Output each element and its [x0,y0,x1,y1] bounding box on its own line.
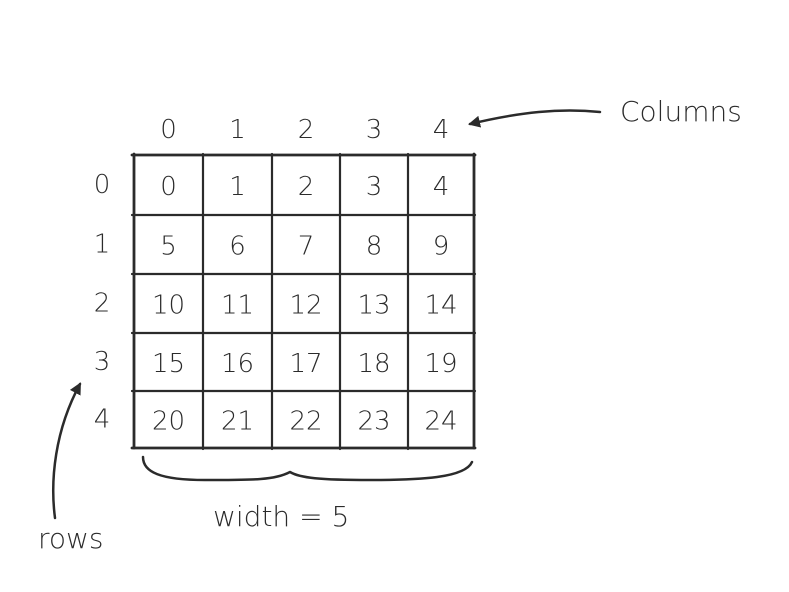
grid-cell: 6 [229,232,246,262]
grid-lines [130,152,477,451]
grid-cell: 7 [298,232,315,262]
row-header: 3 [94,347,111,377]
column-header: 3 [366,115,383,145]
grid-cell: 5 [160,232,177,262]
grid-cell: 2 [298,172,315,202]
row-header: 1 [94,230,111,260]
grid-cell: 11 [221,291,254,321]
grid-cell: 9 [433,232,450,262]
column-headers: 0 1 2 3 4 [160,115,449,145]
column-header: 1 [229,115,246,145]
grid-cell: 4 [433,172,450,202]
grid-cell: 3 [366,172,383,202]
grid-cell: 18 [357,349,390,379]
width-label: width = 5 [213,500,349,533]
column-header: 0 [160,115,177,145]
grid-cell: 15 [152,349,185,379]
grid-cell: 14 [424,291,457,321]
grid-cell: 1 [229,172,246,202]
width-brace [141,455,474,482]
column-header: 2 [298,115,315,145]
columns-arrow [468,109,602,128]
grid-cell: 24 [424,407,457,437]
grid-cell: 10 [152,291,185,321]
grid-cell: 16 [221,349,254,379]
row-header: 0 [94,170,111,200]
rows-label: rows [38,522,104,555]
row-header: 4 [94,405,111,435]
grid-cell: 13 [357,291,390,321]
grid-cell: 0 [160,172,177,202]
grid-cell: 21 [221,407,254,437]
grid-cell: 17 [289,349,322,379]
row-header: 2 [94,289,111,319]
grid-cell: 23 [357,407,390,437]
grid-cell: 19 [424,349,457,379]
grid-cell: 22 [289,407,322,437]
rows-arrow [52,382,82,520]
row-headers: 0 1 2 3 4 [94,170,111,435]
column-header: 4 [433,115,450,145]
columns-label: Columns [620,95,742,128]
grid-cell: 8 [366,232,383,262]
grid-cell: 12 [289,291,322,321]
grid-cell: 20 [152,407,185,437]
